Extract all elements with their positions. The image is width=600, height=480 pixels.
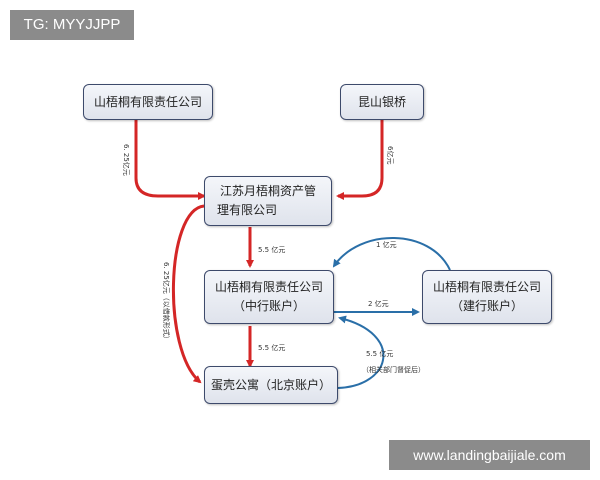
node-jianhang-line2: （建行账户）	[450, 299, 523, 313]
edge-label-urged: （相关部门督促后）	[362, 365, 425, 374]
watermark-bottom-right: www.landingbaijiale.com	[389, 440, 590, 470]
node-danke-label: 蛋壳公寓（北京账户）	[210, 377, 331, 392]
edge-kunshan-to-jiangsu	[336, 120, 384, 200]
node-danke: 蛋壳公寓（北京账户）	[204, 366, 338, 404]
edge-shanwutong-to-jiangsu	[134, 120, 206, 200]
node-kunshan-bank: 昆山银桥	[340, 84, 424, 120]
node-shanwutong-jianhang: 山梧桐有限责任公司 （建行账户）	[422, 270, 552, 324]
node-shanwutong-zhonghang: 山梧桐有限责任公司 （中行账户）	[204, 270, 334, 324]
node-jiangsu-line1: 江苏月梧桐资产管	[219, 184, 316, 198]
node-jiangsu: 江苏月梧桐资产管 理有限公司	[204, 176, 332, 226]
edge-label-2: 2 亿元	[368, 299, 389, 308]
node-kunshan-bank-label: 昆山银桥	[357, 94, 406, 109]
watermark-top-left: TG: MYYJJPP	[10, 10, 134, 40]
edge-label-6-25: 6. 25亿元	[122, 144, 131, 176]
node-zhonghang-line2: （中行账户）	[232, 299, 305, 313]
edge-label-6-25-loan: 6. 25亿元（以借款形式）	[162, 262, 171, 343]
edge-label-5-5-b: 5.5 亿元	[258, 343, 285, 352]
node-shanwutong-top-label: 山梧桐有限责任公司	[93, 94, 202, 109]
edge-label-6: 6亿元	[386, 146, 395, 164]
edge-jiangsu-to-danke	[172, 204, 205, 384]
edge-label-5-5-c: 5.5 亿元	[366, 349, 393, 358]
edge-label-1: 1 亿元	[376, 240, 397, 249]
node-zhonghang-line1: 山梧桐有限责任公司	[214, 280, 323, 294]
edge-jianhang-to-zhonghang	[332, 237, 451, 271]
node-jiangsu-line2: 理有限公司	[217, 203, 278, 217]
node-jianhang-line1: 山梧桐有限责任公司	[432, 280, 541, 294]
edge-label-5-5-a: 5.5 亿元	[258, 245, 285, 254]
node-shanwutong-top: 山梧桐有限责任公司	[83, 84, 213, 120]
edge-danke-to-zhonghang	[337, 315, 385, 389]
